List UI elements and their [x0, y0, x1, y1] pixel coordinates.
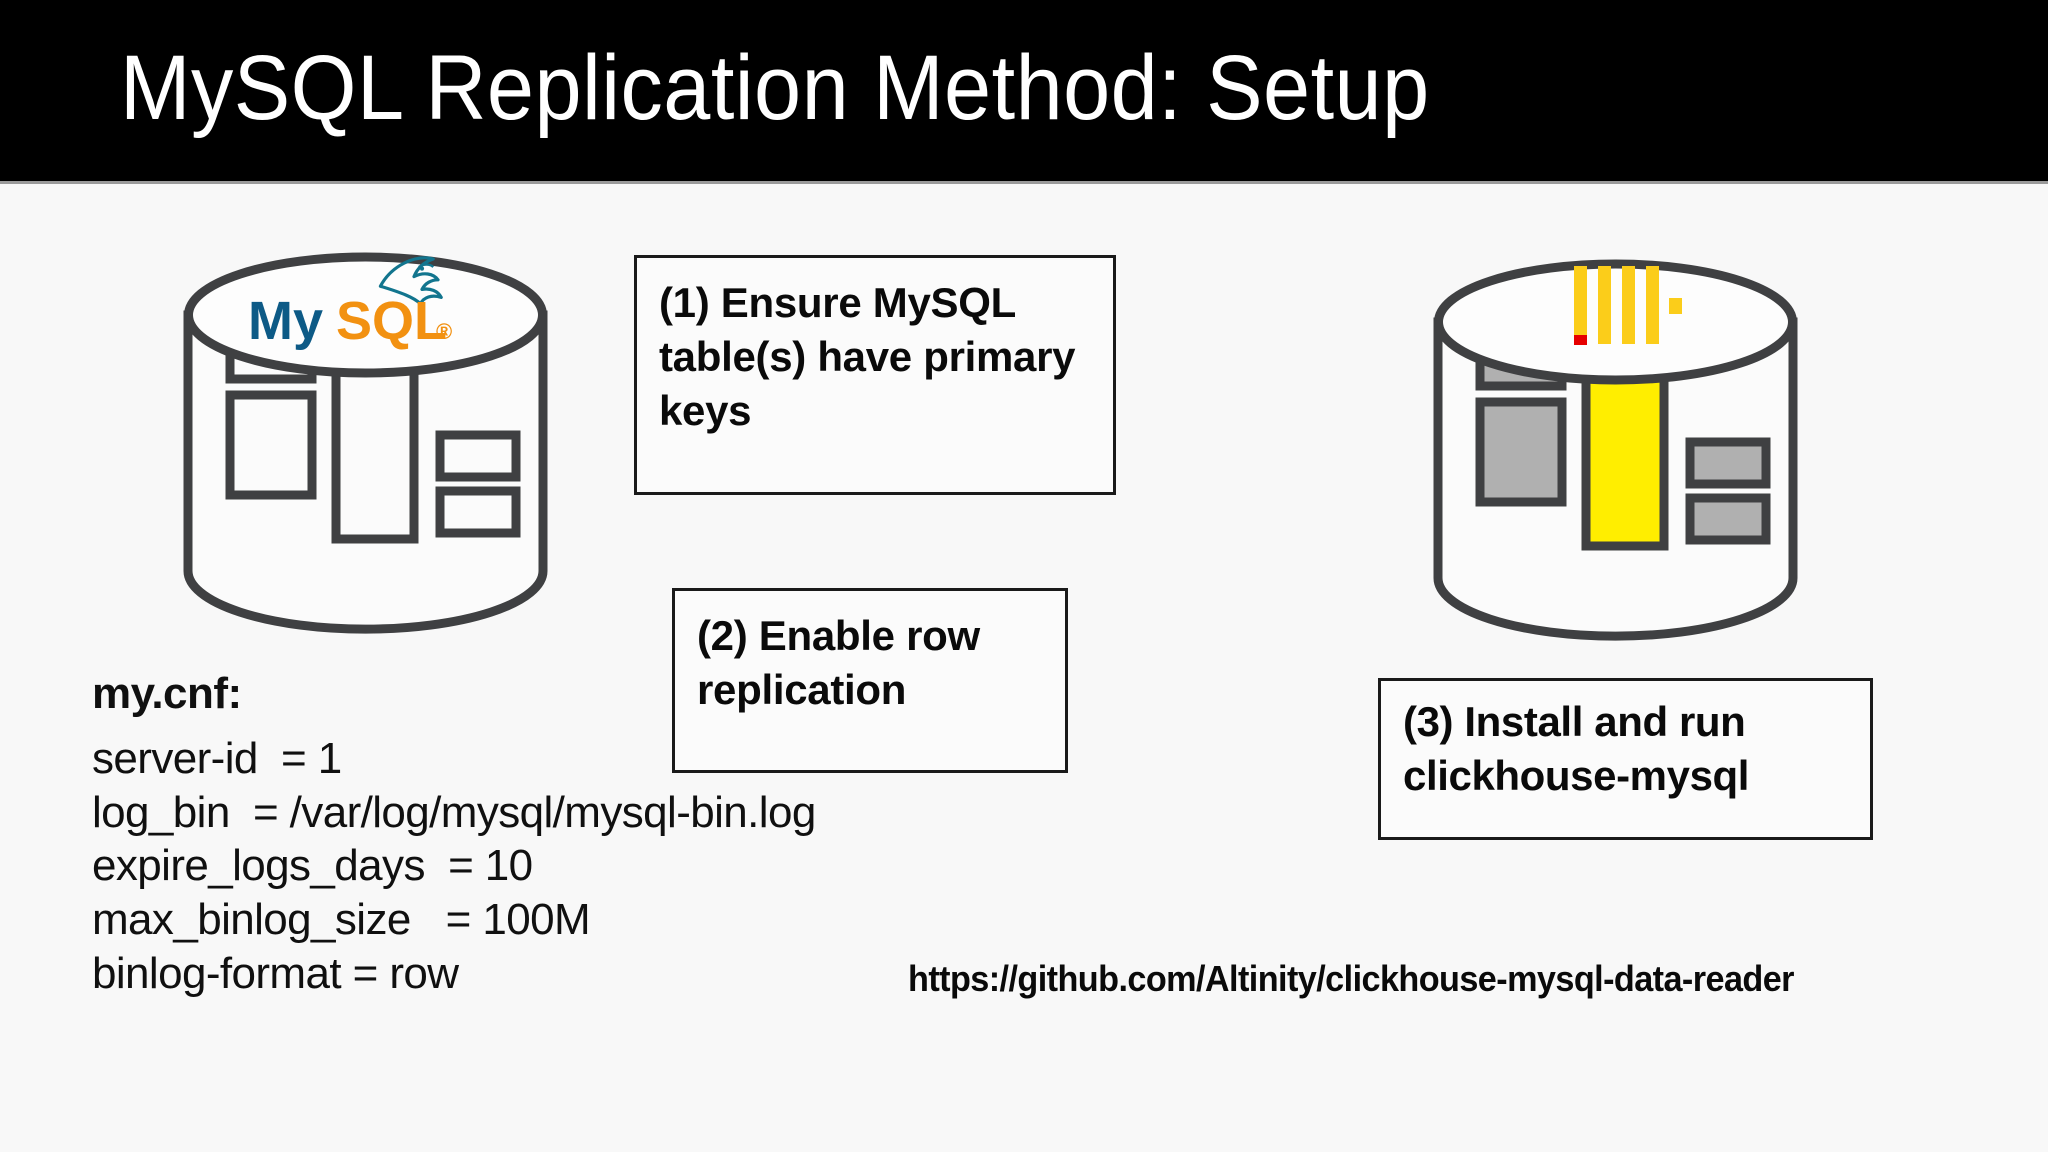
mycnf-line-max-binlog-size: max_binlog_size = 100M	[92, 895, 591, 945]
cylinder-top	[184, 252, 547, 378]
clickhouse-bar-2	[1598, 266, 1611, 344]
mycnf-line-expire-logs-days: expire_logs_days = 10	[92, 841, 533, 891]
clickhouse-bar-4	[1646, 266, 1659, 344]
mycnf-heading: my.cnf:	[92, 669, 242, 718]
clickhouse-dot	[1669, 298, 1682, 314]
clickhouse-accent-square	[1574, 335, 1587, 345]
callout-step-3: (3) Install and run clickhouse-mysql	[1378, 678, 1873, 840]
clickhouse-bar-1	[1574, 266, 1587, 344]
mycnf-line-binlog-format: binlog-format = row	[92, 948, 459, 998]
github-repo-url[interactable]: https://github.com/Altinity/clickhouse-m…	[908, 958, 1794, 999]
clickhouse-bar-3	[1622, 266, 1635, 344]
mysql-logo-trademark: ®	[436, 319, 452, 344]
page-title: MySQL Replication Method: Setup	[120, 37, 1430, 139]
cylinder-top	[1434, 259, 1797, 385]
callout-step-1: (1) Ensure MySQL table(s) have primary k…	[634, 255, 1116, 495]
clickhouse-logo-icon	[1574, 266, 1682, 345]
mycnf-line-server-id: server-id = 1	[92, 734, 342, 783]
header-divider	[0, 181, 2048, 184]
mysql-logo-text-my: My	[248, 291, 323, 351]
clickhouse-database-cylinder	[1428, 250, 1803, 650]
callout-step-2: (2) Enable row replication	[672, 588, 1068, 773]
mycnf-config-block: my.cnf: server-id = 1 log_bin = /var/log…	[92, 672, 1042, 1000]
title-bar	[0, 0, 2048, 181]
mysql-database-cylinder: My SQL ®	[178, 243, 553, 643]
mysql-dolphin-icon	[378, 256, 443, 306]
mysql-logo-text-sql: SQL	[336, 291, 447, 351]
mycnf-line-log-bin: log_bin = /var/log/mysql/mysql-bin.log	[92, 787, 816, 837]
